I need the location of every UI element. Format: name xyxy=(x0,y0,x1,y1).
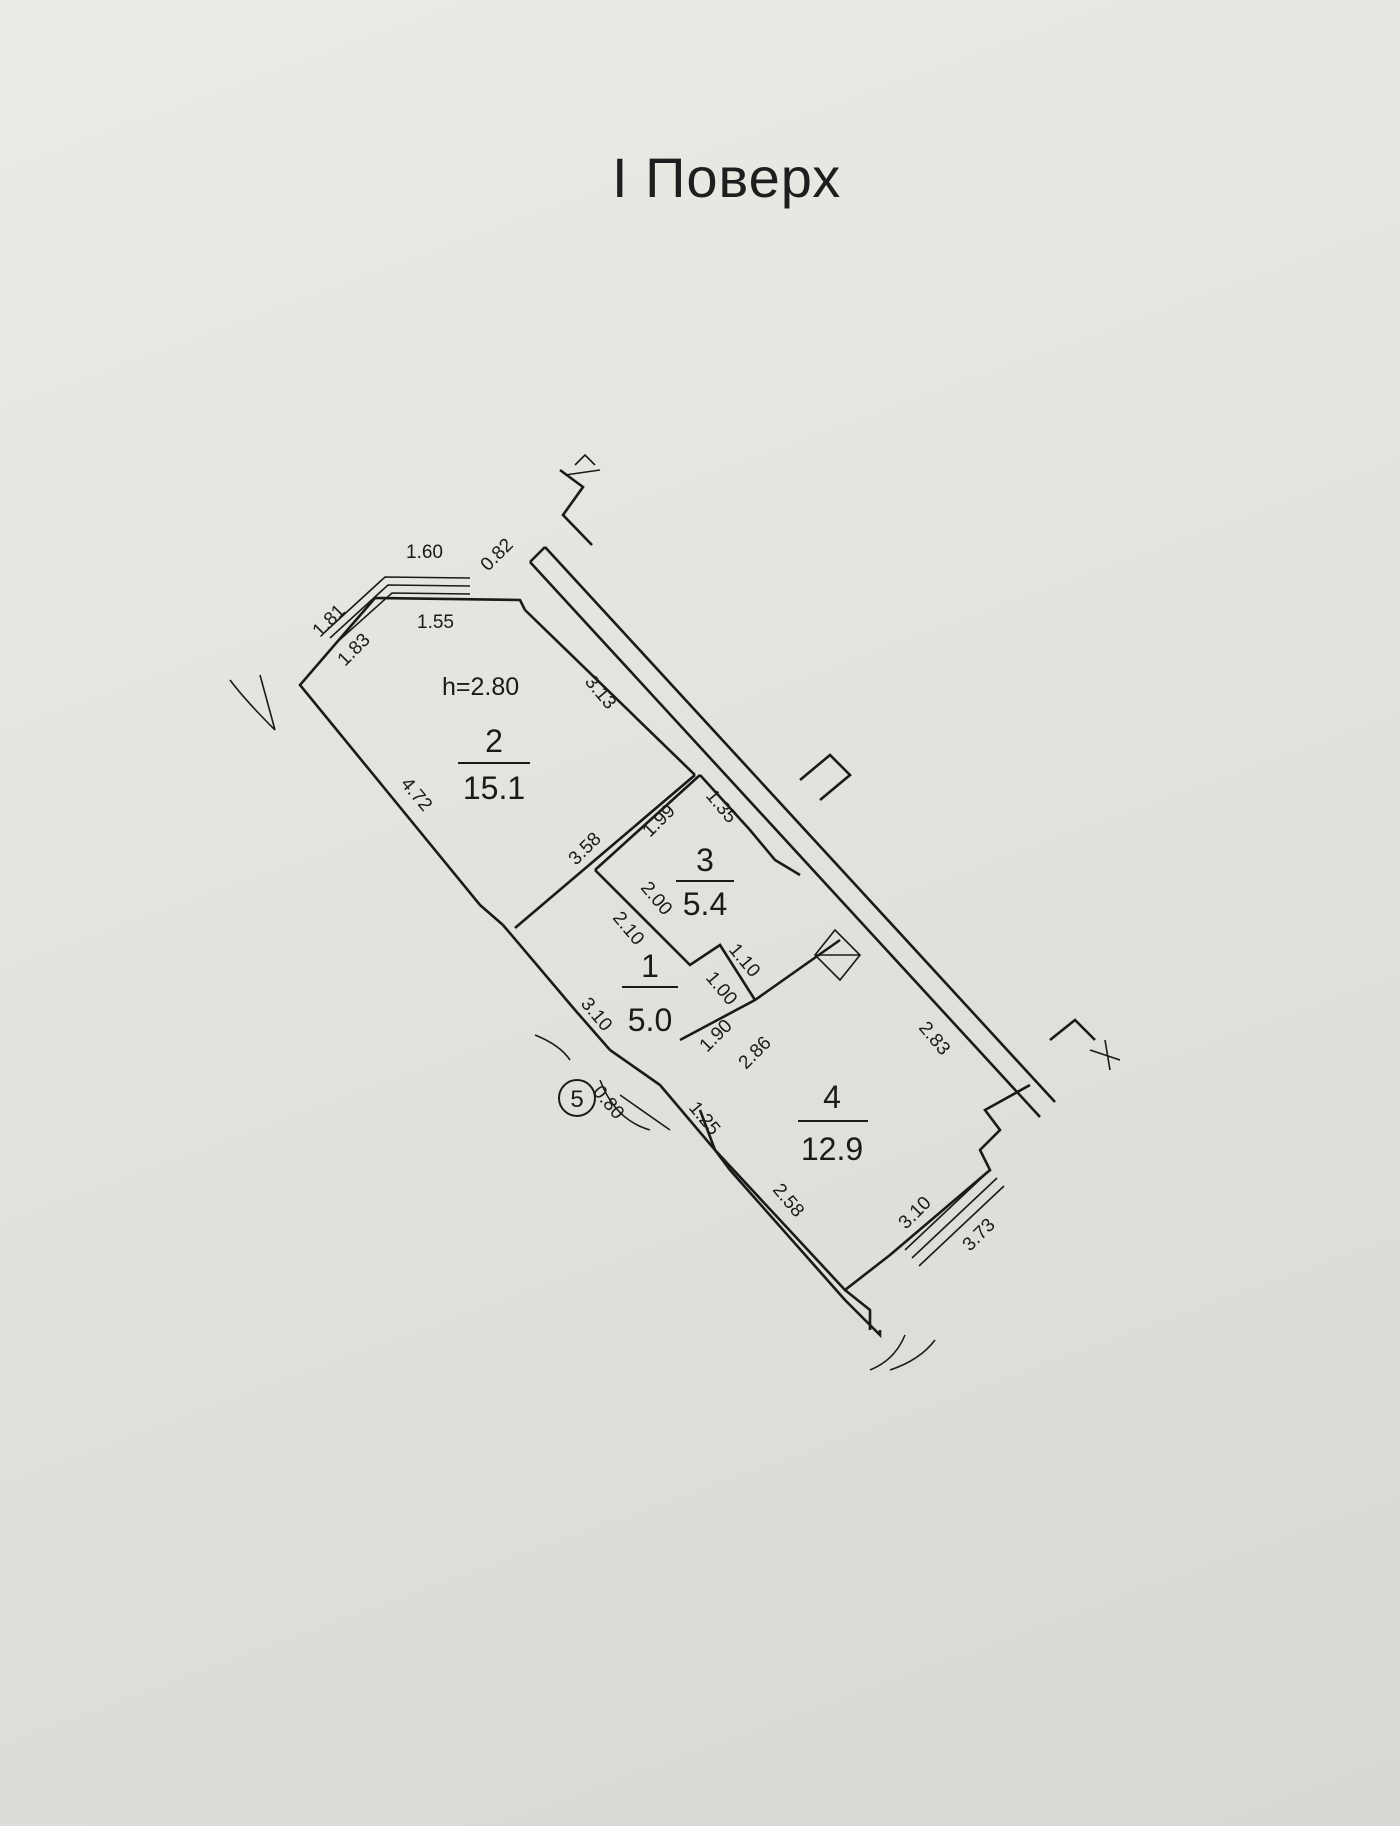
room-4-west-wall xyxy=(609,1048,717,1151)
room-1-walls xyxy=(502,924,841,1051)
dimension-label: 1.90 xyxy=(696,1016,737,1057)
room-4-south-wall-ext xyxy=(713,1149,882,1339)
room-number: 3 xyxy=(696,842,714,878)
room-area: 5.0 xyxy=(628,1002,672,1038)
room-label-3: 3 5.4 xyxy=(676,842,734,922)
room-area: 15.1 xyxy=(463,770,525,806)
room-2-outer-wall xyxy=(298,596,527,926)
partition-2-3 xyxy=(514,774,701,929)
room-area: 12.9 xyxy=(801,1131,863,1167)
dimension-label: 2.00 xyxy=(636,878,676,920)
page-title: І Поверх xyxy=(612,146,842,209)
dimension-label: 3.73 xyxy=(959,1215,1000,1256)
entrance-marker-label: 5 xyxy=(570,1086,583,1113)
dimension-label: 3.13 xyxy=(580,672,620,714)
dimension-label: 3.10 xyxy=(576,994,616,1036)
room-area: 5.4 xyxy=(683,886,727,922)
exterior-walls xyxy=(229,453,1121,1371)
north-east-wall-inner xyxy=(529,561,1041,1118)
dimension-label: 1.99 xyxy=(639,801,680,842)
room-label-1: 1 5.0 xyxy=(622,948,678,1038)
corridor-wall-notches xyxy=(799,753,1096,1042)
dimension-label: 2.10 xyxy=(608,908,648,950)
dimension-label: 1.00 xyxy=(701,968,741,1010)
room-number: 4 xyxy=(823,1079,841,1115)
bay-window xyxy=(324,576,471,645)
dimension-label: 3.58 xyxy=(565,829,606,870)
room-label-4: 4 12.9 xyxy=(798,1079,868,1167)
north-east-wall-outer xyxy=(544,546,1056,1103)
dimension-label: 0.82 xyxy=(477,535,518,576)
top-break-mark xyxy=(564,453,601,476)
entrance-door xyxy=(534,1034,671,1131)
vent-shaft xyxy=(813,928,862,982)
dimension-label: 1.60 xyxy=(406,542,443,563)
room-number: 2 xyxy=(485,723,503,759)
dimension-label: 2.83 xyxy=(914,1018,954,1060)
bottom-break-mark xyxy=(869,1334,936,1371)
top-wall-stub xyxy=(529,468,593,563)
dimension-label: 1.83 xyxy=(334,630,375,671)
right-break-mark xyxy=(1089,1039,1121,1071)
room-label-2: 2 15.1 xyxy=(458,723,530,806)
room-number: 1 xyxy=(641,948,659,984)
left-door-swing xyxy=(229,674,276,731)
dimension-label: 1.55 xyxy=(417,612,454,633)
room-2-east-wall xyxy=(524,609,696,776)
dimension-label: 2.86 xyxy=(735,1033,776,1074)
room-3-walls xyxy=(594,774,801,1001)
entrance-marker-circle xyxy=(558,1079,596,1117)
dimension-labels: 1.60 0.82 1.81 1.55 1.83 3.13 4.72 3.58 … xyxy=(309,535,1000,1256)
ceiling-height-label: h=2.80 xyxy=(442,673,519,701)
dimension-label: 1.35 xyxy=(701,786,741,828)
room-4-window xyxy=(904,1169,1005,1267)
